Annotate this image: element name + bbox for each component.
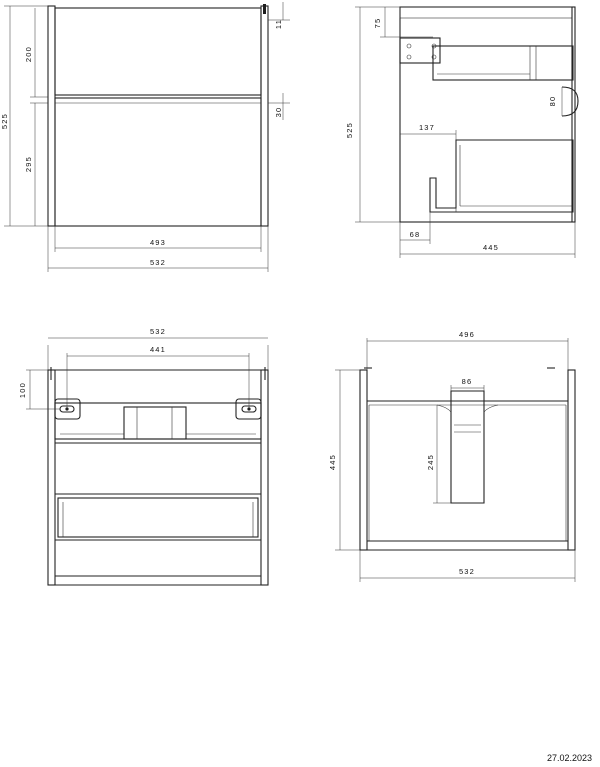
hanging-bracket (263, 4, 266, 14)
rear-center-plate (123, 406, 187, 440)
rear-view: 532 441 100 (18, 327, 269, 586)
top-right-side (567, 369, 576, 551)
dim-gap-top: 11 (274, 19, 283, 29)
dim-radius: 80 (548, 96, 557, 107)
dim-width-inner: 493 (150, 238, 166, 247)
dim-side-height: 525 (345, 122, 354, 138)
side-view: 75 525 80 137 68 445 (345, 6, 579, 258)
rear-right-panel (260, 369, 269, 586)
dim-depth: 445 (483, 243, 499, 252)
dim-gap-mid: 30 (274, 107, 283, 118)
top-view: 496 86 245 445 532 (328, 330, 576, 582)
upper-drawer-box (432, 45, 574, 81)
siphon-cutout (450, 390, 485, 504)
dim-bottom-offset: 68 (410, 230, 421, 239)
right-side-panel (260, 5, 269, 227)
dim-height-bottom: 295 (24, 156, 33, 172)
dim-width-outer: 532 (150, 258, 166, 267)
drawing-date: 27.02.2023 (546, 753, 592, 763)
top-drawer-front (54, 7, 262, 96)
left-side-panel (47, 5, 56, 227)
dim-inner-offset: 137 (419, 123, 435, 132)
dim-top-inner-width: 496 (459, 330, 475, 339)
dim-top-offset: 75 (373, 18, 382, 29)
dim-height-total: 525 (0, 113, 9, 129)
rear-top-rail (54, 402, 262, 440)
front-view: 525 200 295 11 30 493 532 (0, 2, 290, 272)
bottom-drawer-front (54, 97, 262, 227)
dim-bracket-span: 441 (150, 345, 166, 354)
mounting-plate (399, 37, 441, 64)
lower-drawer-box (429, 139, 574, 213)
dim-height-top: 200 (24, 46, 33, 62)
dim-siphon-width: 86 (462, 377, 473, 386)
dim-top-depth: 445 (328, 454, 337, 470)
dim-bracket-height: 100 (18, 382, 27, 398)
dim-rear-width: 532 (150, 327, 166, 336)
rear-drawer-opening (57, 497, 259, 538)
dim-top-outer-width: 532 (459, 567, 475, 576)
dim-siphon-depth: 245 (426, 454, 435, 470)
bracket-right (235, 398, 262, 420)
rear-left-panel (47, 369, 56, 586)
top-left-side (359, 369, 368, 551)
siphon-cutout-arc (561, 86, 579, 117)
side-outline (399, 6, 576, 223)
